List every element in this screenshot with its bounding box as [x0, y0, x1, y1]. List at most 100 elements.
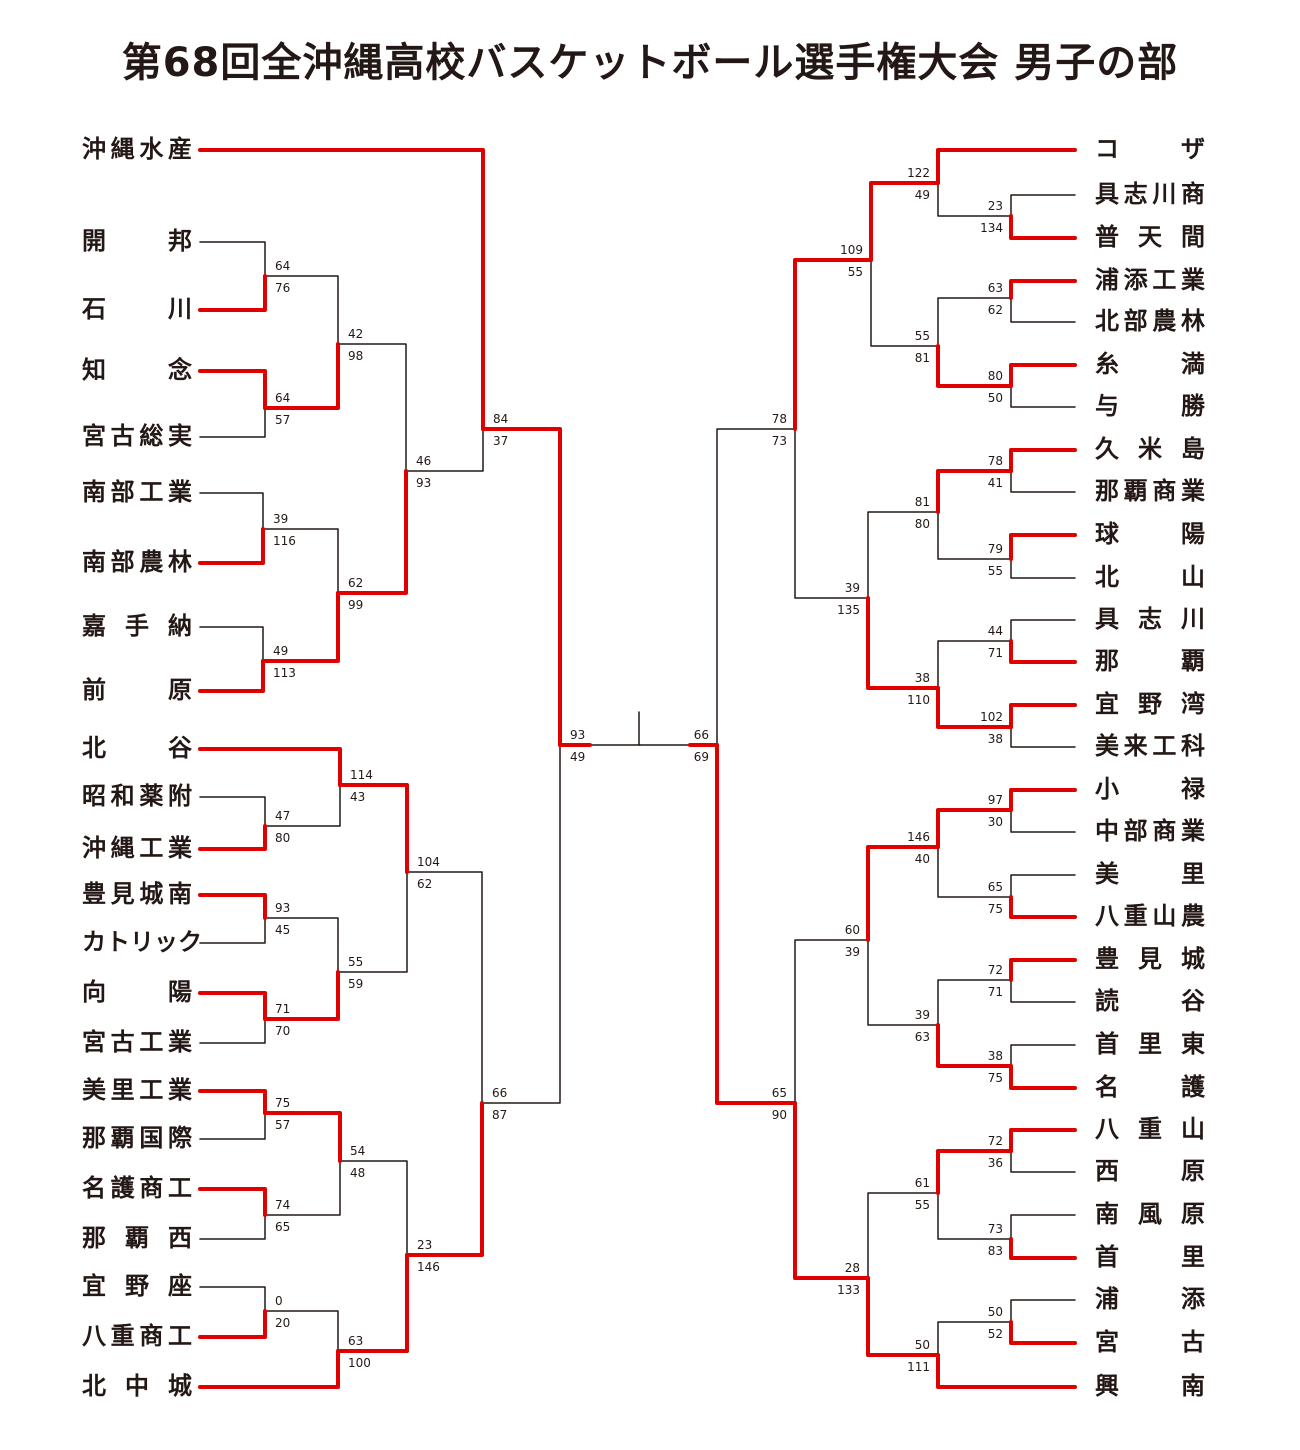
right-match-7-score-bottom: 55 — [988, 564, 1003, 578]
left-match-11-score-bottom: 70 — [275, 1024, 290, 1038]
left-match-21-score-bottom: 49 — [570, 750, 585, 764]
left-match-16-leg-bottom — [264, 1160, 341, 1216]
left-match-18-leg-top — [264, 1310, 339, 1352]
right-match-28-leg-bottom — [715, 743, 797, 1105]
left-match-9-score-bottom: 43 — [350, 790, 365, 804]
left-team-name: カトリック — [82, 928, 202, 956]
right-match-24-leg-top — [1010, 1299, 1076, 1323]
right-team-name: 首里 — [1095, 1243, 1205, 1271]
left-match-18-score-top: 63 — [348, 1334, 363, 1348]
left-match-9-score-top: 114 — [350, 768, 373, 782]
left-team-name: 八重商工 — [82, 1322, 192, 1350]
right-match-2-score-bottom: 62 — [988, 303, 1003, 317]
right-match-22-leg-top — [1010, 1214, 1076, 1240]
right-match-18-leg-bottom — [1009, 1064, 1077, 1090]
left-match-2-score-bottom: 116 — [273, 534, 296, 548]
left-match-6-leg-bottom — [336, 469, 408, 595]
left-match-16-score-bottom: 48 — [350, 1166, 365, 1180]
left-match-5-score-bottom: 99 — [348, 598, 363, 612]
right-match-18-leg-top — [1010, 1044, 1076, 1067]
right-team-name: 久米島 — [1095, 435, 1205, 463]
right-team-name: 那覇 — [1095, 647, 1205, 675]
left-match-17-leg-bottom — [198, 1309, 267, 1339]
left-match-11-leg-top — [198, 991, 267, 1021]
right-match-21-score-bottom: 36 — [988, 1156, 1003, 1170]
right-team-name: 西原 — [1095, 1157, 1205, 1185]
right-match-4-leg-top — [937, 297, 1012, 347]
right-team-name: 興南 — [1095, 1372, 1205, 1400]
left-match-1-score-top: 64 — [275, 391, 290, 405]
left-match-10-leg-top — [198, 893, 267, 920]
right-team-name: 首里東 — [1095, 1030, 1205, 1058]
right-team-name: 豊見城 — [1095, 945, 1205, 973]
right-team-name: 八重山 — [1095, 1115, 1205, 1143]
right-match-22-leg-bottom — [1009, 1237, 1077, 1260]
right-match-25-score-bottom: 111 — [907, 1360, 930, 1374]
right-match-12-leg-bottom — [866, 596, 940, 690]
right-match-5-score-bottom: 55 — [848, 265, 863, 279]
left-team-name: 南部工業 — [82, 478, 192, 506]
left-team-name: 北中城 — [82, 1372, 192, 1400]
right-team-name: 普天間 — [1095, 223, 1205, 251]
right-match-13-score-bottom: 73 — [772, 434, 787, 448]
right-match-22-score-top: 73 — [988, 1222, 1003, 1236]
left-match-10-score-bottom: 45 — [275, 923, 290, 937]
right-team-name: 美里 — [1095, 860, 1205, 888]
left-match-20-leg-bottom — [405, 1101, 484, 1257]
left-team-name: 北谷 — [82, 734, 192, 762]
right-match-7-leg-top — [1009, 533, 1077, 561]
left-team-name: 宮古総実 — [82, 422, 192, 450]
right-match-5-leg-top — [869, 181, 940, 262]
right-match-1-leg-top — [936, 148, 1077, 185]
left-match-18-leg-bottom — [198, 1349, 340, 1389]
left-match-1-score-bottom: 57 — [275, 413, 290, 427]
right-match-14-leg-top — [1009, 788, 1077, 812]
left-match-14-score-top: 75 — [275, 1096, 290, 1110]
left-team-name: 開邦 — [82, 227, 192, 255]
left-match-13-score-top: 104 — [417, 855, 440, 869]
right-match-11-score-top: 38 — [915, 671, 930, 685]
right-team-name: 具志川 — [1095, 605, 1205, 633]
left-match-12-score-top: 55 — [348, 955, 363, 969]
left-match-3-score-top: 49 — [273, 644, 288, 658]
right-match-4-leg-bottom — [936, 344, 1013, 388]
right-match-7-leg-bottom — [1010, 558, 1076, 579]
right-match-13-leg-top — [793, 258, 873, 431]
right-team-name: 宜野湾 — [1095, 690, 1205, 718]
left-match-3-score-bottom: 113 — [273, 666, 296, 680]
left-match-12-leg-top — [264, 917, 339, 973]
left-match-4-score-bottom: 98 — [348, 349, 363, 363]
right-match-15-score-top: 65 — [988, 880, 1003, 894]
right-match-19-score-top: 39 — [915, 1008, 930, 1022]
right-match-12-leg-top — [867, 511, 939, 599]
right-match-23-leg-bottom — [937, 1192, 1012, 1240]
left-match-9-leg-bottom — [264, 784, 341, 827]
left-match-6-score-bottom: 93 — [416, 476, 431, 490]
left-match-14-leg-top — [198, 1089, 267, 1115]
right-match-27-leg-bottom — [793, 1101, 870, 1280]
left-match-5-leg-top — [262, 528, 339, 594]
left-match-17-leg-top — [199, 1286, 266, 1312]
left-match-17-score-bottom: 20 — [275, 1316, 290, 1330]
right-match-18-score-top: 38 — [988, 1049, 1003, 1063]
right-match-28-score-top: 66 — [694, 728, 709, 742]
right-match-23-score-top: 61 — [915, 1176, 930, 1190]
left-match-11-leg-bottom — [199, 1018, 266, 1044]
right-match-3-score-bottom: 50 — [988, 391, 1003, 405]
left-match-19-score-top: 23 — [417, 1238, 432, 1252]
left-team-name: 知念 — [82, 356, 192, 384]
left-match-13-leg-bottom — [337, 871, 408, 973]
right-team-name: 浦添 — [1095, 1285, 1205, 1313]
left-match-21-leg-bottom — [481, 744, 561, 1104]
left-match-10-score-top: 93 — [275, 901, 290, 915]
right-match-21-leg-top — [1009, 1128, 1077, 1153]
left-match-19-score-bottom: 146 — [417, 1260, 440, 1274]
right-team-name: 小禄 — [1095, 775, 1205, 803]
left-team-name: 那覇西 — [82, 1224, 192, 1252]
left-match-8-leg-bottom — [198, 824, 267, 851]
right-match-15-score-bottom: 75 — [988, 902, 1003, 916]
right-match-28-leg-top — [716, 428, 796, 746]
left-match-2-leg-bottom — [198, 527, 265, 565]
left-match-6-leg-top — [337, 343, 407, 472]
left-match-19-leg-top — [339, 1160, 408, 1256]
